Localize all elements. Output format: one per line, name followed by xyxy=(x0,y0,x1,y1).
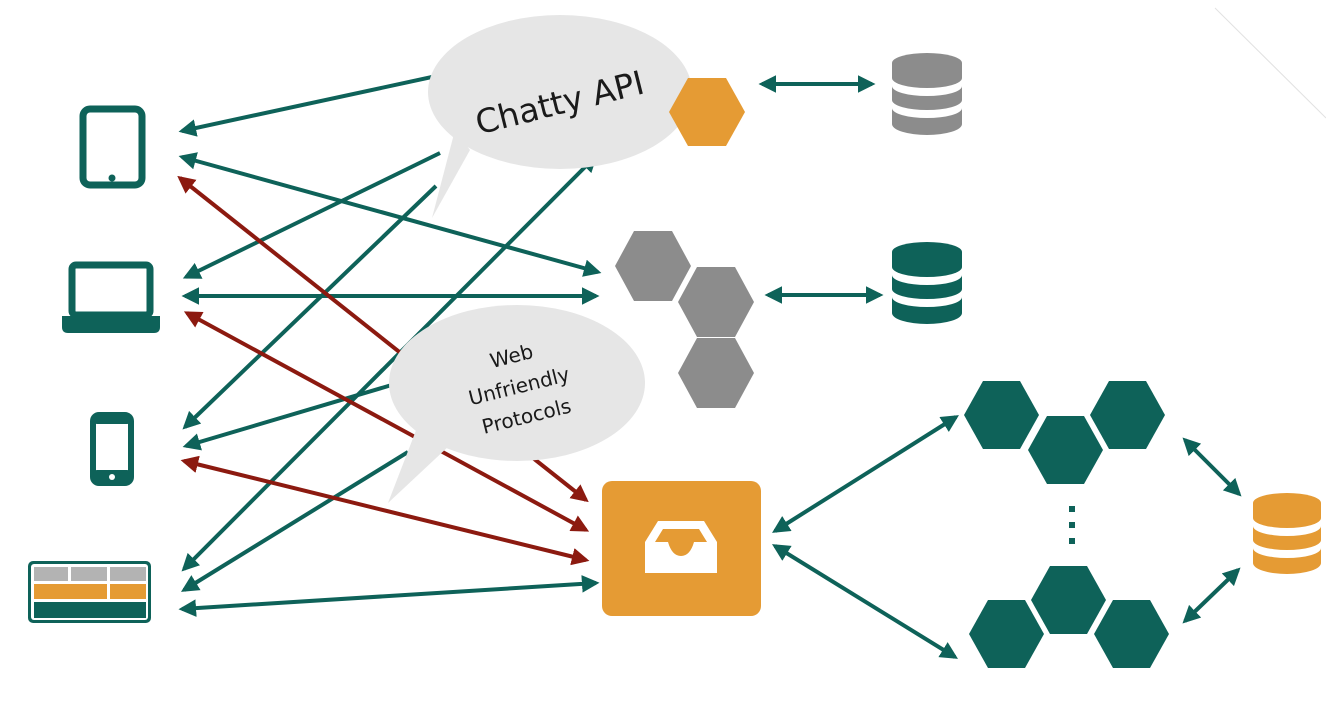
teal-database-icon xyxy=(892,242,962,324)
gray-database-icon xyxy=(892,53,962,135)
backend-connections xyxy=(758,75,1242,659)
corner-decoration xyxy=(1214,7,1326,119)
inbox-gateway-icon xyxy=(602,481,761,616)
laptop-icon xyxy=(62,261,160,333)
red-arrow-phone-gateway xyxy=(180,455,590,566)
arrow-gateway-upper-cluster xyxy=(772,415,959,533)
arrow-orange-service-to-tablet xyxy=(178,70,456,137)
phone-icon xyxy=(90,412,134,486)
ellipsis-dots xyxy=(1069,506,1075,544)
orange-service-hexagon-icon xyxy=(669,78,745,146)
arrow-dashboard-gateway xyxy=(178,575,600,617)
arrow-gateway-lower-cluster xyxy=(772,544,958,659)
arrow-dashboard-web-bubble xyxy=(181,450,410,592)
chatty-api-bubble: Chatty API xyxy=(428,15,692,218)
arrow-lower-cluster-orange-db xyxy=(1182,567,1241,624)
tablet-icon xyxy=(79,105,146,189)
orange-database-icon xyxy=(1253,493,1321,574)
dashboard-icon xyxy=(28,561,151,623)
teal-service-hexagon-cluster-icon xyxy=(964,381,1169,668)
gray-service-hexagon-cluster-icon xyxy=(615,231,754,408)
arrow-upper-cluster-orange-db xyxy=(1182,437,1242,497)
web-unfriendly-bubble: Web Unfriendly Protocols xyxy=(388,305,645,503)
